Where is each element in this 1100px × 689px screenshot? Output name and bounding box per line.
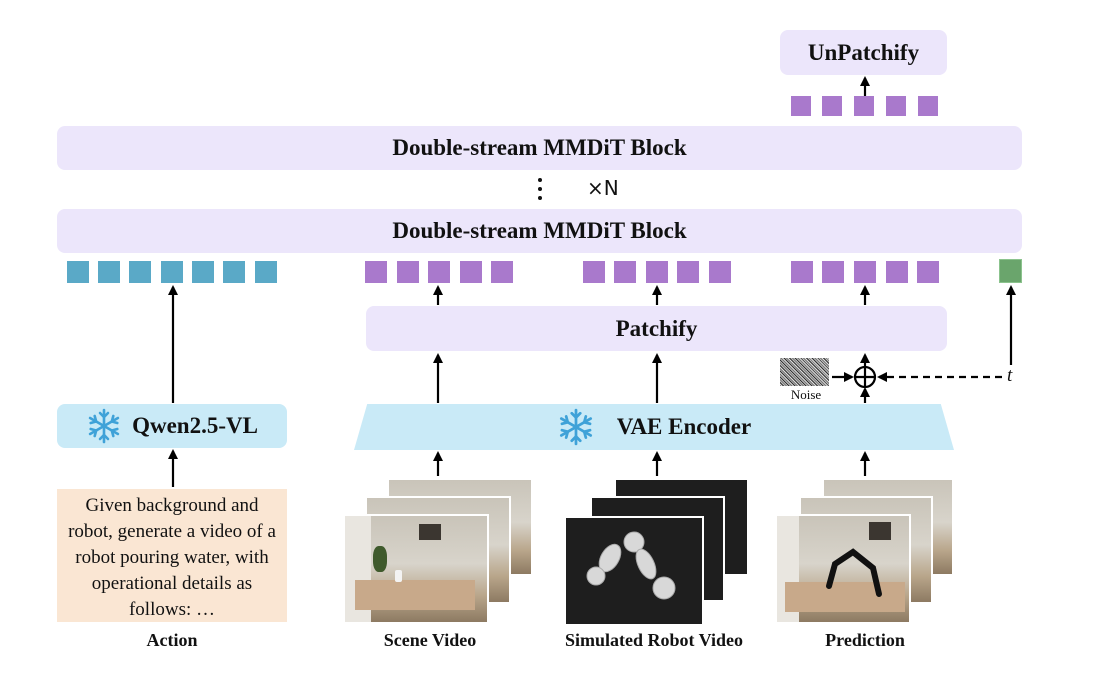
vae-encoder-block: VAE Encoder [354,404,954,450]
sim-robot-frame [564,516,704,626]
timestep-label: t [1007,365,1013,386]
vae-encoder-label: VAE Encoder [616,414,752,439]
text-token [255,261,277,283]
output-token [822,96,842,116]
prediction-token [917,261,939,283]
prediction-token [886,261,908,283]
action-caption: Action [146,630,198,650]
scene-video-frame [343,514,489,624]
scene-token [365,261,387,283]
repeat-dots [537,176,543,204]
patchify-label: Patchify [615,315,698,341]
qwen-label: Qwen2.5-VL [132,413,258,438]
snowflake-icon [559,408,592,446]
text-token [98,261,120,283]
noise-image [780,358,829,386]
robot-token [614,261,636,283]
prediction-caption: Prediction [825,630,905,650]
action-prompt-box: Given background and robot, generate a v… [57,489,287,622]
robot-token [646,261,668,283]
repeat-count-label: ×N [587,176,619,200]
scene-token [397,261,419,283]
robot-token [677,261,699,283]
output-token [918,96,938,116]
mmdit-block-top-label: Double-stream MMDiT Block [392,135,687,160]
prediction-token [822,261,844,283]
prediction-token [791,261,813,283]
mmdit-block-top: Double-stream MMDiT Block [57,126,1022,170]
unpatchify-block: UnPatchify [780,30,947,75]
unpatchify-label: UnPatchify [807,39,920,65]
patchify-block: Patchify [366,306,947,351]
prediction-token [854,261,876,283]
scene-token [428,261,450,283]
mmdit-block-bottom: Double-stream MMDiT Block [57,209,1022,253]
noise-label: Noise [790,387,822,402]
robot-token [709,261,731,283]
text-token [161,261,183,283]
prediction-frame [775,514,911,624]
text-token [67,261,89,283]
output-token [854,96,874,116]
scene-token [491,261,513,283]
action-prompt-text: Given background and robot, generate a v… [68,495,276,620]
scene-token [460,261,482,283]
snowflake-icon [88,408,120,444]
output-token [791,96,811,116]
output-token [886,96,906,116]
text-token [223,261,245,283]
mmdit-block-bottom-label: Double-stream MMDiT Block [392,218,687,243]
scene-video-caption: Scene Video [383,630,477,650]
robot-token [583,261,605,283]
text-token [192,261,214,283]
timestep-token [999,259,1022,283]
text-token [129,261,151,283]
qwen-block: Qwen2.5-VL [57,404,287,448]
sim-robot-caption: Simulated Robot Video [564,630,744,650]
